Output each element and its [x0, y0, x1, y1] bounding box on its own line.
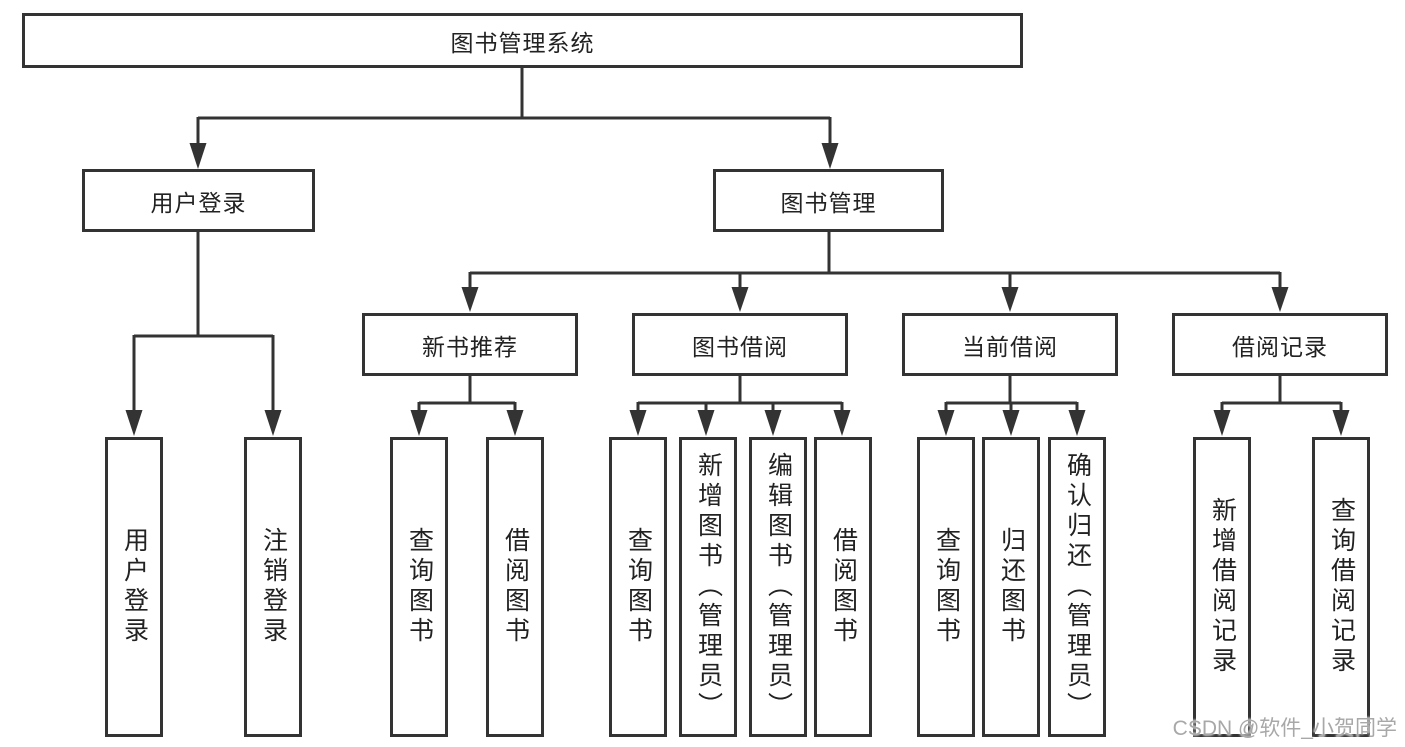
node-book-management: 图书管理 — [713, 169, 944, 232]
node-current-borrow: 当前借阅 — [902, 313, 1118, 376]
leaf-borrow-edit-admin: 编辑图书（管理员） — [749, 437, 807, 737]
leaf-current-return-label: 归还图书 — [997, 527, 1026, 647]
leaf-borrow-book-label: 借阅图书 — [829, 527, 858, 647]
node-book-borrow-label: 图书借阅 — [692, 333, 788, 360]
leaf-record-add-label: 新增借阅记录 — [1208, 497, 1237, 677]
node-user-login-label: 用户登录 — [150, 189, 247, 216]
leaf-logout-label: 注销登录 — [259, 527, 288, 647]
node-book-management-label: 图书管理 — [780, 189, 877, 216]
leaf-borrow-query: 查询图书 — [609, 437, 667, 737]
leaf-logout: 注销登录 — [244, 437, 302, 737]
leaf-record-query: 查询借阅记录 — [1312, 437, 1370, 737]
leaf-borrow-query-label: 查询图书 — [624, 527, 653, 647]
leaf-current-confirm-admin-label: 确认归还（管理员） — [1063, 452, 1092, 722]
leaf-borrow-edit-admin-label: 编辑图书（管理员） — [764, 452, 793, 722]
node-library-system: 图书管理系统 — [22, 13, 1023, 68]
leaf-newbook-borrow-label: 借阅图书 — [501, 527, 530, 647]
leaf-record-add: 新增借阅记录 — [1193, 437, 1251, 737]
arrowhead-icons — [125, 143, 1350, 436]
leaf-borrow-add-admin-label: 新增图书（管理员） — [694, 452, 723, 722]
node-user-login: 用户登录 — [82, 169, 315, 232]
node-new-book-recommend-label: 新书推荐 — [422, 333, 518, 360]
node-current-borrow-label: 当前借阅 — [962, 333, 1058, 360]
leaf-borrow-book: 借阅图书 — [814, 437, 872, 737]
node-book-borrow: 图书借阅 — [632, 313, 848, 376]
leaf-record-query-label: 查询借阅记录 — [1327, 497, 1356, 677]
leaf-newbook-borrow: 借阅图书 — [486, 437, 544, 737]
leaf-current-query-label: 查询图书 — [932, 527, 961, 647]
leaf-current-return: 归还图书 — [982, 437, 1040, 737]
leaf-user-login: 用户登录 — [105, 437, 163, 737]
leaf-user-login-label: 用户登录 — [120, 527, 149, 647]
node-new-book-recommend: 新书推荐 — [362, 313, 578, 376]
leaf-current-confirm-admin: 确认归还（管理员） — [1048, 437, 1106, 737]
leaf-current-query: 查询图书 — [917, 437, 975, 737]
node-borrow-records: 借阅记录 — [1172, 313, 1388, 376]
leaf-borrow-add-admin: 新增图书（管理员） — [679, 437, 737, 737]
leaf-newbook-query-label: 查询图书 — [405, 527, 434, 647]
node-borrow-records-label: 借阅记录 — [1232, 333, 1328, 360]
leaf-newbook-query: 查询图书 — [390, 437, 448, 737]
csdn-watermark: CSDN @软件_小贺同学 — [1172, 717, 1397, 740]
node-library-system-label: 图书管理系统 — [450, 29, 595, 56]
